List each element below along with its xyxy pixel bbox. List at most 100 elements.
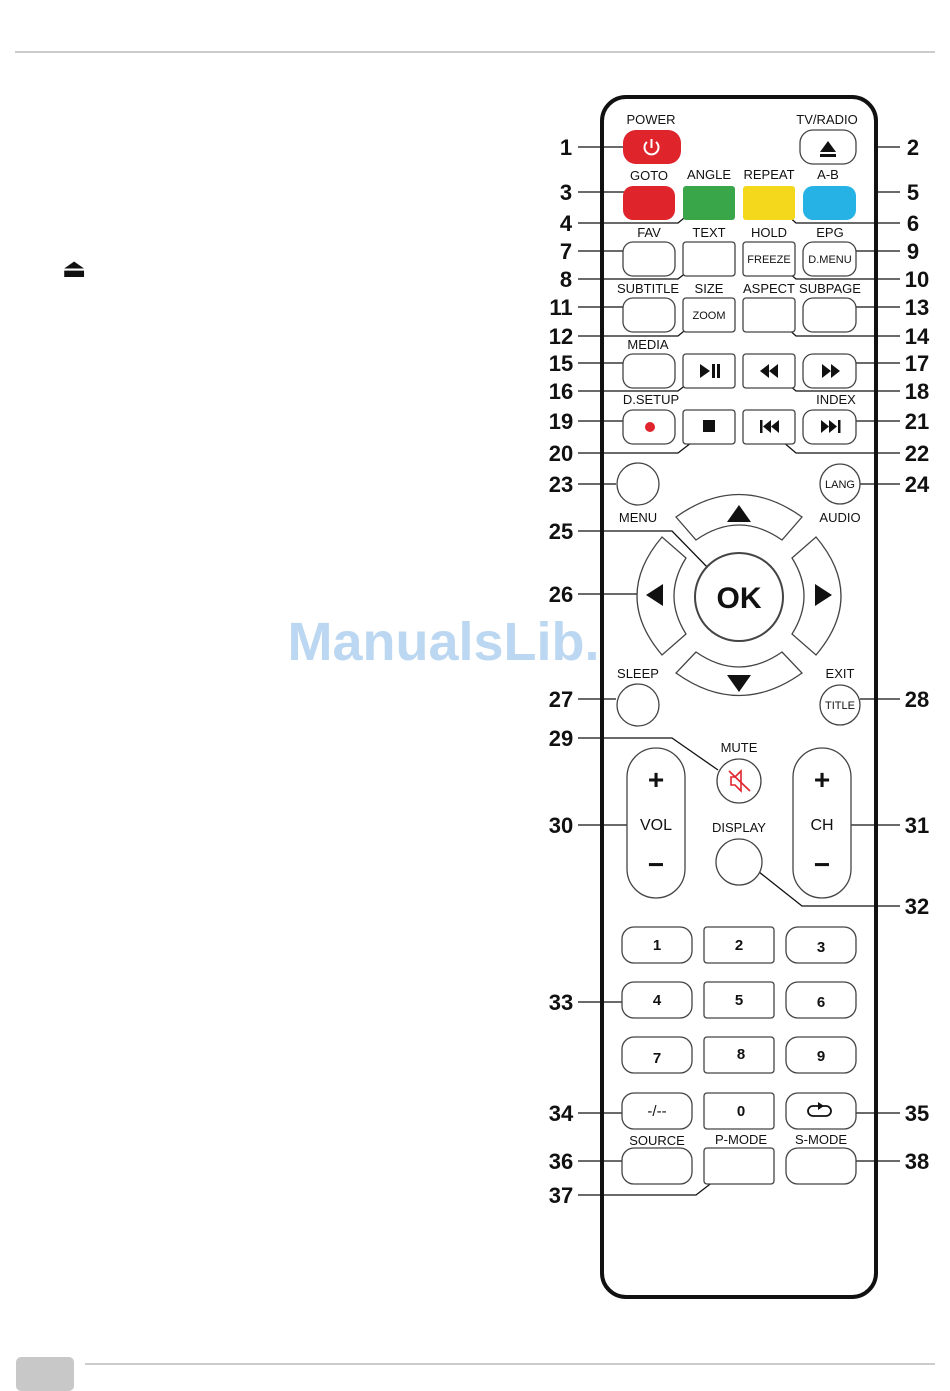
eject-icon: ⏏: [62, 254, 87, 284]
s-mode-button[interactable]: [785, 1147, 857, 1185]
callout-numbers: 1 2 3 4 5 6 7 8 9 10 11 12 13 14 15 16 1…: [549, 135, 930, 1208]
a-b-label: A-B: [817, 167, 839, 182]
callout-27: 27: [549, 687, 573, 712]
text-button[interactable]: [682, 241, 736, 277]
epg-button[interactable]: [802, 241, 857, 277]
callout-7: 7: [560, 239, 572, 264]
red-button[interactable]: [623, 186, 675, 220]
callout-26: 26: [549, 582, 573, 607]
callout-36: 36: [549, 1149, 573, 1174]
subpage-button[interactable]: [802, 297, 857, 333]
ok-button[interactable]: [694, 552, 784, 642]
sleep-button[interactable]: [616, 683, 660, 727]
power-icon: [643, 139, 660, 156]
callout-1: 1: [560, 135, 572, 160]
callout-22: 22: [905, 441, 929, 466]
subtitle-button[interactable]: [622, 297, 676, 333]
d-menu-label: D.MENU: [808, 254, 851, 266]
key-3[interactable]: [785, 926, 857, 964]
mute-label: MUTE: [721, 740, 758, 755]
key-7[interactable]: [621, 1036, 693, 1074]
nav-down-button[interactable]: [675, 651, 803, 697]
callout-29: 29: [549, 726, 573, 751]
callout-3: 3: [560, 180, 572, 205]
callout-18: 18: [905, 379, 929, 404]
callout-2: 2: [907, 135, 919, 160]
aspect-button[interactable]: [742, 297, 796, 333]
eject-button-icon: [820, 141, 836, 157]
ch-minus-label: −: [814, 849, 830, 880]
audio-label: AUDIO: [819, 510, 860, 525]
callout-35: 35: [905, 1101, 929, 1126]
key-6[interactable]: [785, 981, 857, 1019]
subpage-label: SUBPAGE: [799, 281, 861, 296]
callout-20: 20: [549, 441, 573, 466]
callout-14: 14: [905, 324, 930, 349]
freeze-button[interactable]: [742, 241, 796, 277]
key-2[interactable]: [703, 926, 775, 964]
recall-icon: [807, 1102, 832, 1117]
callout-23: 23: [549, 472, 573, 497]
callout-19: 19: [549, 409, 573, 434]
key-8[interactable]: [703, 1036, 775, 1074]
yellow-button[interactable]: [743, 186, 795, 220]
callout-5: 5: [907, 180, 919, 205]
fav-label: FAV: [637, 225, 661, 240]
tv-radio-label: TV/RADIO: [796, 112, 857, 127]
callout-12: 12: [549, 324, 573, 349]
stop-icon: [703, 420, 715, 432]
blue-button[interactable]: [803, 186, 856, 220]
vol-label: VOL: [640, 817, 672, 834]
fav-button[interactable]: [622, 241, 676, 277]
key-5[interactable]: [703, 981, 775, 1019]
source-button[interactable]: [621, 1147, 693, 1185]
key-9[interactable]: [785, 1036, 857, 1074]
s-mode-label: S-MODE: [795, 1132, 847, 1147]
callout-33: 33: [549, 990, 573, 1015]
green-button[interactable]: [683, 186, 735, 220]
play-pause-icon: [700, 364, 720, 378]
dash-button[interactable]: [621, 1092, 693, 1130]
callout-9: 9: [907, 239, 919, 264]
navigation-pad: OK: [636, 493, 842, 697]
media-label: MEDIA: [627, 337, 669, 352]
d-setup-label: D.SETUP: [623, 392, 679, 407]
display-button[interactable]: [715, 838, 763, 886]
record-icon: [645, 422, 655, 432]
vol-plus-label: +: [648, 764, 664, 795]
callout-13: 13: [905, 295, 929, 320]
media-button[interactable]: [622, 353, 676, 389]
key-5-label: 5: [735, 992, 743, 1009]
page-tab: [16, 1357, 74, 1391]
source-label: SOURCE: [629, 1133, 685, 1148]
recall-button[interactable]: [785, 1092, 857, 1130]
key-1[interactable]: [621, 926, 693, 964]
callout-21: 21: [905, 409, 929, 434]
exit-button[interactable]: [819, 684, 861, 726]
menu-button[interactable]: [616, 462, 660, 506]
repeat-label: REPEAT: [743, 167, 794, 182]
hold-label: HOLD: [751, 225, 787, 240]
lang-button[interactable]: [819, 463, 861, 505]
key-4[interactable]: [621, 981, 693, 1019]
zoom-button[interactable]: [682, 297, 736, 333]
p-mode-button[interactable]: [703, 1147, 775, 1185]
power-label: POWER: [626, 112, 675, 127]
fast-forward-icon: [822, 364, 840, 378]
size-label: SIZE: [695, 281, 724, 296]
callout-6: 6: [907, 211, 919, 236]
title-label: TITLE: [825, 700, 855, 712]
sleep-label: SLEEP: [617, 666, 659, 681]
key-1-label: 1: [653, 937, 661, 954]
key-3-label: 3: [817, 939, 825, 956]
key-8-label: 8: [737, 1046, 745, 1063]
callout-34: 34: [549, 1101, 574, 1126]
volume-rocker[interactable]: [626, 747, 686, 899]
key-4-label: 4: [653, 992, 662, 1009]
subtitle-label: SUBTITLE: [617, 281, 679, 296]
arrow-right-icon: [815, 584, 832, 606]
goto-label: GOTO: [630, 168, 668, 183]
key-0[interactable]: [703, 1092, 775, 1130]
callout-25: 25: [549, 519, 573, 544]
channel-rocker[interactable]: [792, 747, 852, 899]
